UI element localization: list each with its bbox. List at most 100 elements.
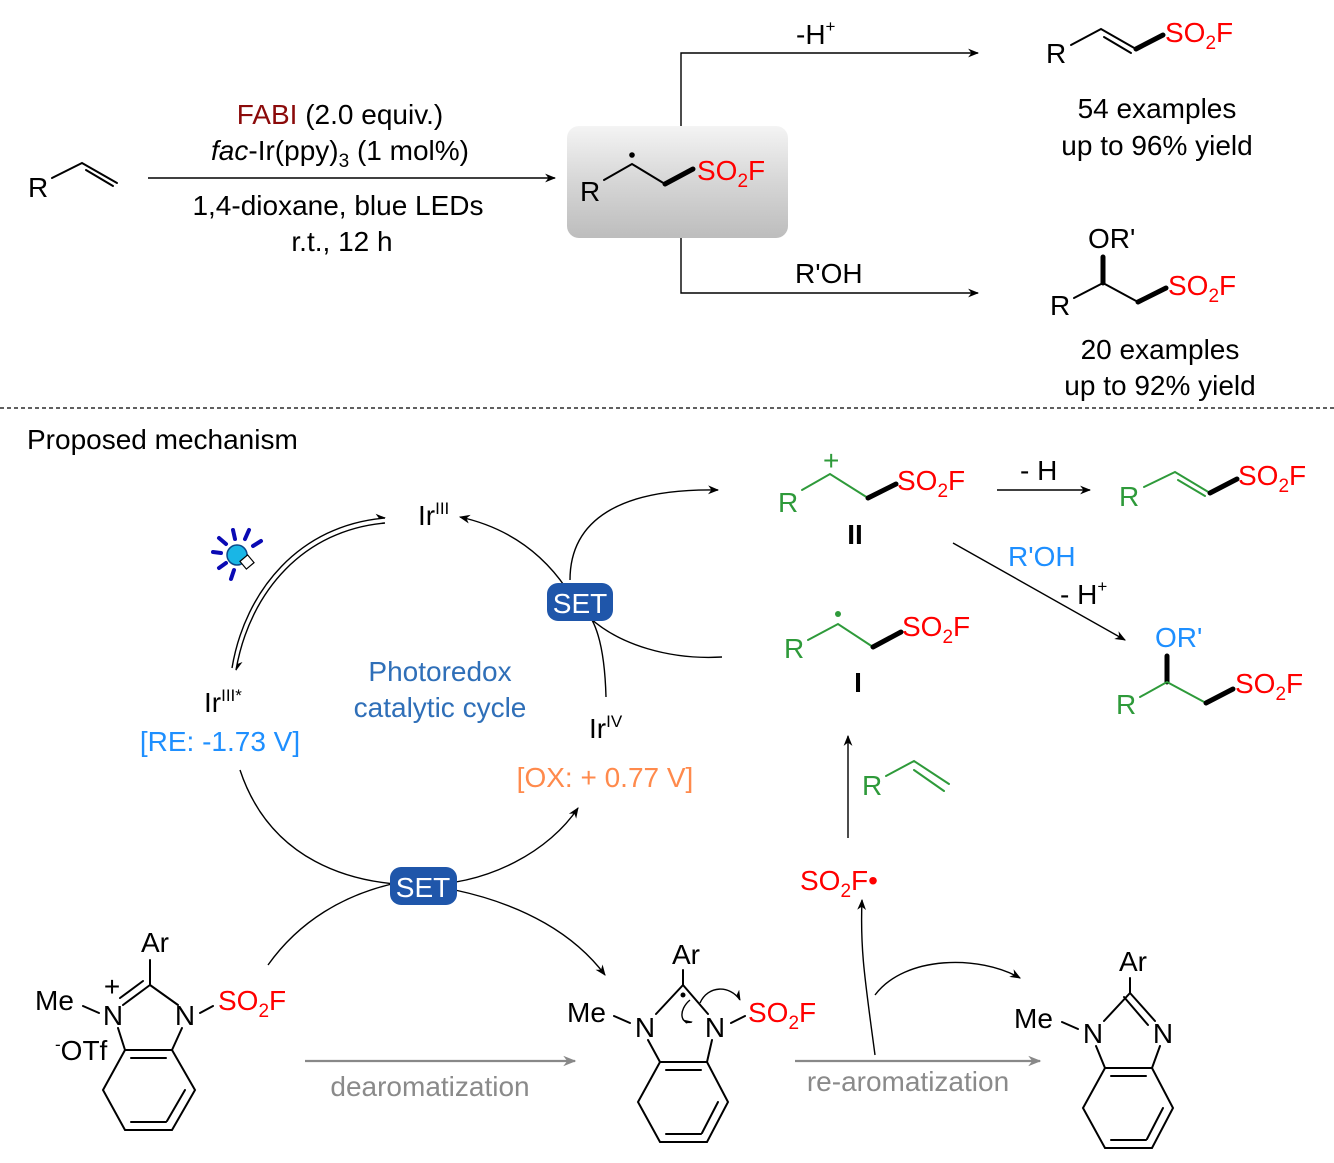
product-1-yield: up to 96% yield — [1061, 130, 1252, 161]
cation-charge: + — [823, 445, 839, 476]
elimination-label: -H+ — [796, 17, 836, 50]
r-label: R — [784, 633, 804, 664]
cation-bonds — [801, 472, 869, 499]
so2f-radical-label: SO2F• — [800, 865, 878, 902]
nucleophile-addition-arrow — [952, 542, 1126, 641]
intermediate-bonds — [603, 162, 666, 185]
so2f-label: SO2F — [697, 155, 765, 192]
alkoxy-product-mechanism: OR' R SO2F — [1116, 622, 1303, 720]
benzimidazoline-bonds — [613, 969, 746, 1143]
bold-bond — [865, 481, 899, 501]
cycle-arrow-to-ir-iii — [458, 514, 567, 589]
radical-bonds — [807, 622, 874, 648]
benzimidazole-byproduct-structure: Ar Me N N — [1014, 946, 1175, 1149]
bold-bond — [1207, 476, 1240, 496]
r-label: R — [778, 487, 798, 518]
set-badge-lower: SET — [390, 867, 457, 905]
so2f-label: SO2F — [1165, 17, 1233, 54]
ir-iv-label: IrIV — [589, 712, 623, 744]
dearomatized-radical-structure: Ar Me N N SO2F — [567, 939, 816, 1143]
so2f-label: SO2F — [902, 611, 970, 648]
vinyl-product-mechanism: R SO2F — [1119, 460, 1306, 512]
mechanism-title: Proposed mechanism — [27, 424, 298, 455]
fabi-reagent-structure: Ar Me N + N SO2F -OTf — [35, 927, 286, 1131]
bold-bond — [870, 629, 904, 650]
product-2-examples: 20 examples — [1081, 334, 1240, 365]
radical-intermediate-box: R SO2F — [567, 126, 788, 238]
ir-iii-excited-label: IrIII* — [204, 686, 242, 718]
charge-label: + — [104, 971, 120, 1002]
cycle-label-line-1: Photoredox — [368, 656, 511, 687]
alkene-bonds — [885, 759, 950, 792]
dearomatization-label: dearomatization — [330, 1071, 529, 1102]
so2f-label: SO2F — [748, 997, 816, 1034]
reagent-to-set-arc — [267, 883, 393, 966]
cycle-arc-from-ir-iv — [591, 619, 607, 698]
product-2-yield: up to 92% yield — [1064, 370, 1255, 401]
excitation-arrow — [231, 513, 386, 669]
so2f-label: SO2F — [1238, 460, 1306, 497]
radical-dot — [835, 611, 841, 617]
electron-push-arrow — [699, 988, 741, 1004]
bold-bond — [1135, 285, 1169, 305]
product-alkoxy-sulfonyl-fluoride: OR' R SO2F 20 examples up to 92% yield — [1050, 223, 1256, 401]
alkene-bonds — [1143, 470, 1211, 497]
substrate-r: R — [28, 172, 48, 203]
alkene-reactant: R — [862, 759, 950, 801]
product-2-or: OR' — [1088, 223, 1135, 254]
substrate-alkene: R — [28, 161, 118, 203]
branch-arrow-elimination — [680, 48, 980, 126]
solvent-label: 1,4-dioxane, blue LEDs — [192, 190, 483, 221]
set-badge-upper: SET — [547, 583, 613, 621]
product-1-examples: 54 examples — [1078, 93, 1237, 124]
set-label: SET — [553, 588, 607, 619]
rearomatization-label: re-aromatization — [807, 1066, 1009, 1097]
minus-h-label: - H — [1020, 455, 1057, 486]
radical-intermediate-i: R SO2F I — [784, 611, 970, 698]
so2f-release-arrow — [857, 898, 876, 1056]
me-label: Me — [567, 997, 606, 1028]
so2f-label: SO2F — [1168, 270, 1236, 307]
badge-bg — [547, 583, 613, 621]
minus-hplus-label: - H+ — [1060, 577, 1107, 610]
r-label: R — [862, 770, 882, 801]
intermediate-r: R — [580, 176, 600, 207]
triflate-label: -OTf — [55, 1035, 108, 1066]
bold-bond — [662, 166, 696, 187]
radical-dot — [629, 152, 635, 158]
oxidation-potential: [OX: + 0.77 V] — [517, 762, 694, 793]
n-label: N — [635, 1012, 655, 1043]
ar-label: Ar — [672, 939, 700, 970]
n-label: N — [175, 1000, 195, 1031]
ir-iii-label: IrIII — [418, 499, 449, 531]
conditions-label: r.t., 12 h — [291, 226, 392, 257]
reagent-label: FABI (2.0 equiv.) — [237, 99, 443, 130]
r-label: R — [1116, 689, 1136, 720]
product-1-r: R — [1046, 38, 1066, 69]
alcohol-label: R'OH — [795, 258, 863, 289]
r-label: R — [1119, 481, 1139, 512]
product-bonds — [1139, 680, 1207, 704]
relaxation-arrow — [235, 522, 386, 671]
n-label: N — [705, 1012, 725, 1043]
catalyst-label: fac-Ir(ppy)3 (1 mol%) — [211, 135, 469, 172]
set-to-radical-arrow — [454, 889, 606, 976]
radical-to-set-arc — [589, 617, 723, 659]
alkene-bonds — [51, 161, 118, 187]
product-2-bonds — [1073, 281, 1139, 303]
alcohol-label: R'OH — [1008, 541, 1076, 572]
cycle-label-line-2: catalytic cycle — [354, 692, 527, 723]
branch-arrow-addition — [680, 238, 980, 298]
set-label: SET — [396, 872, 450, 903]
ar-label: Ar — [1119, 946, 1147, 977]
electron-push-arrow — [681, 999, 693, 1024]
carbocation-intermediate-ii: R + SO2F II — [778, 445, 965, 550]
compound-label-i: I — [854, 667, 862, 698]
so2f-label: SO2F — [218, 985, 286, 1022]
badge-bg — [390, 867, 457, 905]
product-vinyl-sulfonyl-fluoride: R SO2F 54 examples up to 96% yield — [1046, 17, 1253, 161]
aromatization-product-arrow — [874, 961, 1021, 996]
product-1-bonds — [1070, 27, 1137, 54]
lightbulb-icon — [211, 528, 263, 581]
or-label: OR' — [1155, 622, 1202, 653]
